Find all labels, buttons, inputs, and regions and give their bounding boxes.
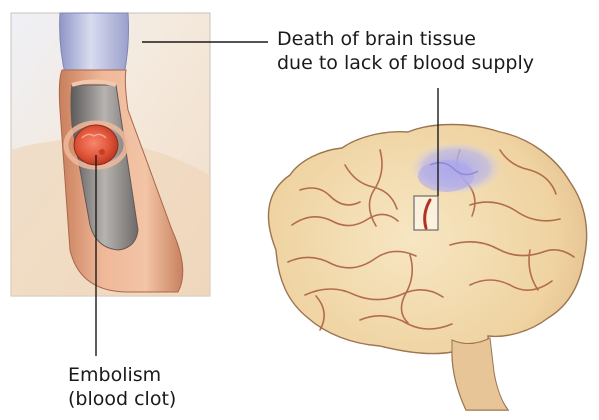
blocked-artery-marker <box>414 196 438 230</box>
brain-illustration <box>268 125 586 411</box>
embolism-label-line1: Embolism <box>68 363 176 387</box>
death-label-line1: Death of brain tissue <box>277 27 534 51</box>
embolism-label-line2: (blood clot) <box>68 387 176 411</box>
ischemic-brain-area <box>410 142 502 194</box>
embolism-label: Embolism (blood clot) <box>68 363 176 411</box>
death-label-line2: due to lack of blood supply <box>277 51 534 75</box>
artery-inset-panel <box>11 13 210 296</box>
death-of-brain-tissue-label: Death of brain tissue due to lack of blo… <box>277 27 534 75</box>
